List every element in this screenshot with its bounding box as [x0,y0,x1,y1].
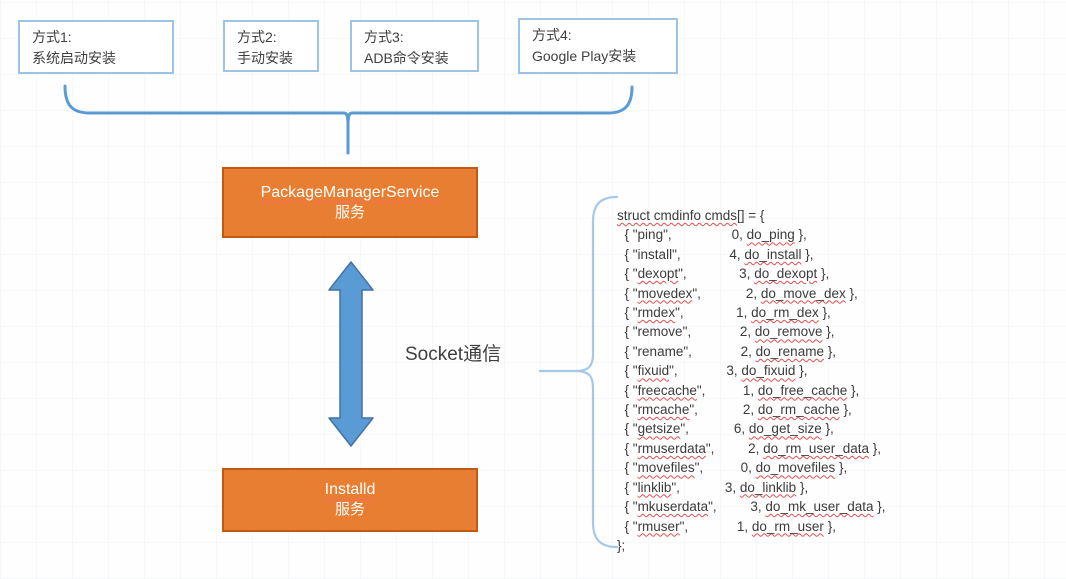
pms-service-box: PackageManagerService 服务 [222,167,478,238]
method-1-desc: 系统启动安装 [32,50,116,66]
code-line: { "rmuserdata", 2, do_rm_user_data }, [617,440,882,456]
code-line: { "remove", 2, do_remove }, [617,324,835,340]
method-box-2: 方式2: 手动安装 [223,20,319,72]
code-line: { "freecache", 1, do_free_cache }, [617,382,860,398]
top-brace-icon [63,84,634,155]
method-2-desc: 手动安装 [237,50,293,66]
pms-service-name: PackageManagerService [260,183,440,201]
socket-label: Socket通信 [405,344,502,365]
double-arrow-icon [328,261,374,447]
code-brace-icon [538,195,619,549]
method-box-3: 方式3: ADB命令安装 [350,20,479,72]
method-3-desc: ADB命令安装 [364,50,449,66]
installd-service-name: Installd [324,481,376,498]
pms-service-subtitle: 服务 [334,203,365,221]
method-2-title: 方式2: [237,29,277,45]
code-line: { "rename", 2, do_rename }, [617,343,836,359]
method-box-1: 方式1: 系统启动安装 [18,20,174,74]
code-line: { "rmuser", 1, do_rm_user }, [617,518,836,534]
code-line: { "install", 4, do_install }, [617,246,814,262]
code-line: { "fixuid", 3, do_fixuid }, [617,363,808,379]
method-box-4: 方式4: Google Play安装 [518,18,678,74]
installd-service-box: Installd 服务 [222,468,478,532]
code-line: { "movedex", 2, do_move_dex }, [617,285,858,301]
method-3-title: 方式3: [364,29,404,45]
code-line: { "dexopt", 3, do_dexopt }, [617,266,830,282]
method-4-title: 方式4: [532,27,572,43]
code-line: { "linklib", 3, do_linklib }, [617,479,809,495]
code-line: }; [617,537,626,553]
code-line: { "movefiles", 0, do_movefiles }, [617,460,848,476]
installd-service-subtitle: 服务 [334,501,365,518]
code-block: struct cmdinfo cmds[] = { { "ping", 0, d… [617,206,886,555]
code-line: struct cmdinfo cmds[] = { [617,208,765,223]
code-line: { "ping", 0, do_ping }, [617,227,807,243]
code-line: { "rmcache", 2, do_rm_cache }, [617,402,852,418]
method-4-desc: Google Play安装 [532,48,637,64]
code-line: { "rmdex", 1, do_rm_dex }, [617,305,831,321]
code-line: { "getsize", 6, do_get_size }, [617,421,834,437]
method-1-title: 方式1: [32,29,72,45]
code-line: { "mkuserdata", 3, do_mk_user_data }, [617,499,886,515]
